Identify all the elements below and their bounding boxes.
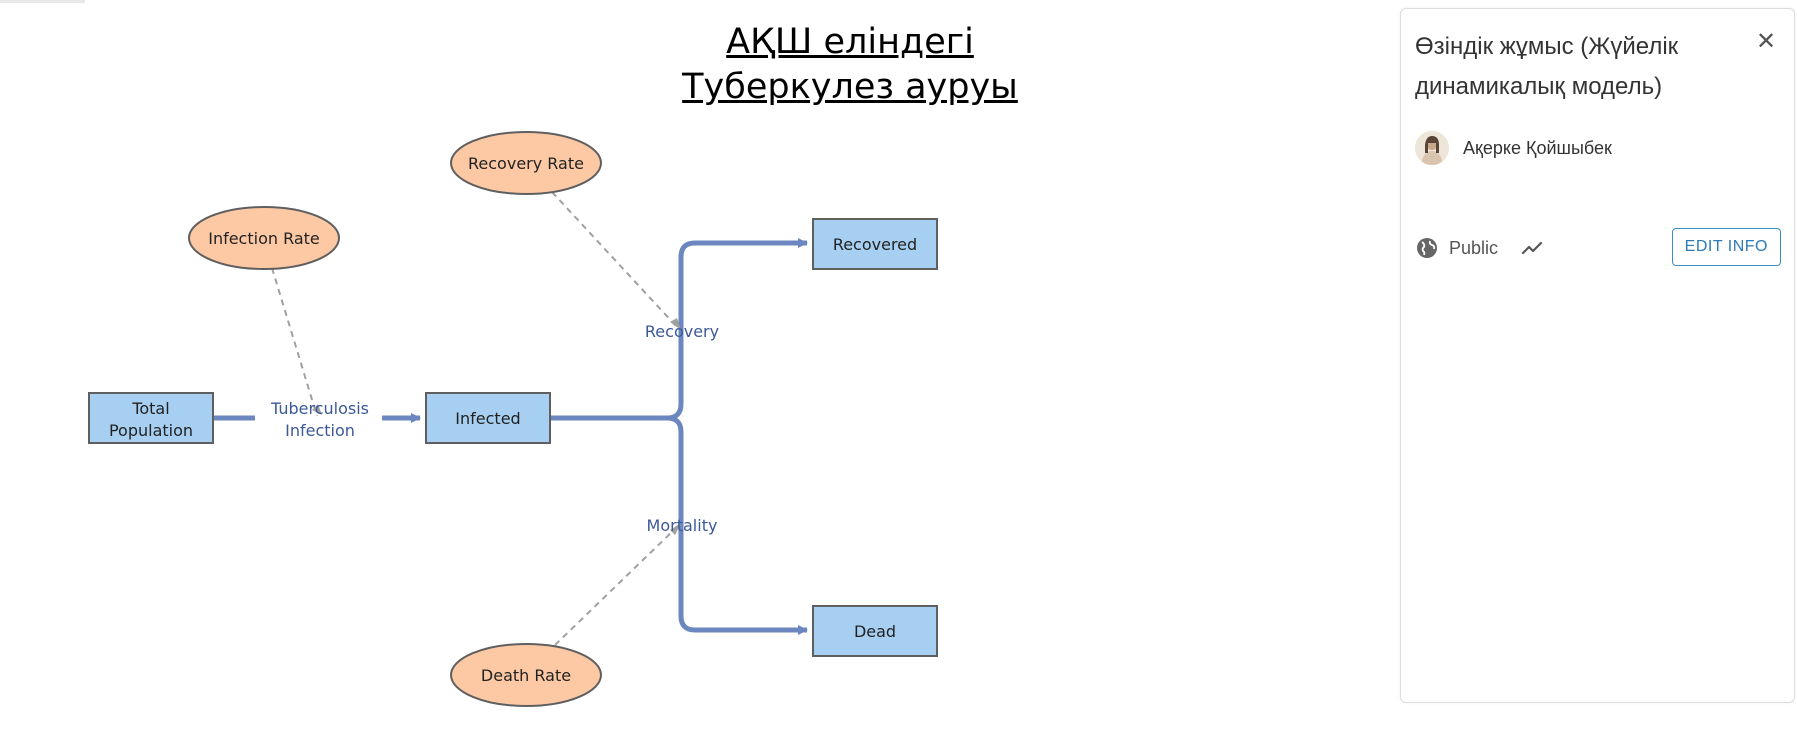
link-recovery-rate-arrowhead (670, 318, 681, 330)
stock-infected[interactable] (425, 392, 551, 444)
edit-info-button[interactable]: EDIT INFO (1671, 228, 1781, 266)
variable-recovery-rate-label: Recovery Rate (468, 154, 584, 173)
diagram-title-line-1: АҚШ еліндегі (726, 22, 974, 62)
stock-recovered[interactable] (812, 218, 938, 270)
stock-total-population-label-2: Population (109, 421, 193, 440)
flow-tuberculosis-infection-label-2[interactable]: Infection (285, 421, 355, 440)
variable-death-rate[interactable] (450, 643, 602, 707)
link-death-rate-arrowhead (670, 523, 681, 535)
link-recovery-arrowhead (312, 404, 322, 415)
link-recovery-rate (551, 191, 678, 328)
stock-total-population[interactable] (88, 392, 214, 444)
stock-total-population-label-1: Total (131, 399, 169, 418)
avatar[interactable] (1415, 131, 1449, 165)
globe-icon (1415, 236, 1439, 260)
link-infection-rate (271, 267, 318, 417)
visibility-label: Public (1449, 237, 1499, 258)
variable-infection-rate-label: Infection Rate (208, 229, 320, 248)
close-icon[interactable]: ✕ (1755, 27, 1777, 55)
stock-infected-label: Infected (455, 409, 520, 428)
stock-dead[interactable] (812, 605, 938, 657)
meta-row: Public (1415, 233, 1544, 263)
variable-recovery-rate[interactable] (450, 131, 602, 195)
flow-tuberculosis-infection-label-1[interactable]: Tuberculosis (270, 399, 369, 418)
info-panel: Өзіндік жұмыс (Жүйелік динамикалық модел… (1400, 8, 1795, 703)
variable-infection-rate[interactable] (188, 206, 340, 270)
flow-pipe-mortality (666, 415, 808, 635)
flow-mortality-label[interactable]: Mortality (647, 516, 718, 535)
author-name[interactable]: Ақерке Қойшыбек (1463, 137, 1612, 158)
panel-title: Өзіндік жұмыс (Жүйелік динамикалық модел… (1415, 33, 1679, 100)
link-death-rate (554, 526, 678, 646)
stock-dead-label: Dead (854, 622, 896, 641)
diagram-title: АҚШ еліндегі Туберкулез ауруы (630, 20, 1070, 110)
flow-recovery-label[interactable]: Recovery (645, 322, 719, 341)
diagram-title-line-2: Туберкулез ауруы (682, 67, 1018, 107)
top-strip (0, 0, 85, 3)
variable-death-rate-label: Death Rate (481, 666, 571, 685)
trend-icon[interactable] (1520, 236, 1544, 260)
author-row[interactable]: Ақерке Қойшыбек (1415, 130, 1612, 166)
diagram-svg: Total Population Infected Recovered Dead… (88, 131, 938, 707)
stock-recovered-label: Recovered (833, 235, 917, 254)
